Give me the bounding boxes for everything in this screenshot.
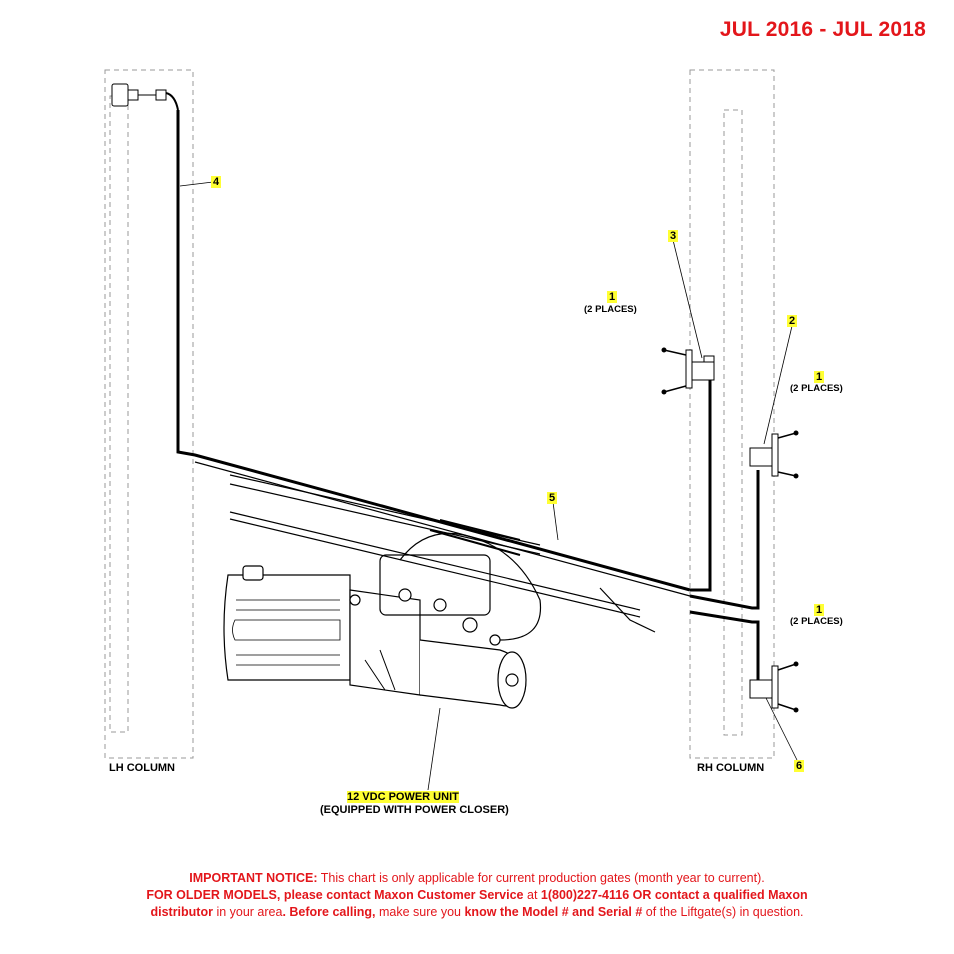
power-unit-label: 12 VDC POWER UNIT [347, 791, 459, 803]
callout-4: 4 [211, 176, 222, 188]
lh-column-label: LH COLUMN [109, 762, 175, 774]
callout-1-middle-places: (2 PLACES) [790, 383, 843, 394]
power-unit-sublabel: (EQUIPPED WITH POWER CLOSER) [320, 804, 509, 816]
notice-line-3: distributor in your area. Before calling… [150, 905, 804, 919]
callout-1-upper-places: (2 PLACES) [584, 304, 637, 315]
bracket-2 [749, 430, 799, 479]
callout-2: 2 [787, 315, 798, 327]
hose-5-tubes [194, 461, 691, 633]
notice-line-2: FOR OLDER MODELS, please contact Maxon C… [146, 888, 808, 902]
callout-1-lower: 1 [814, 604, 825, 616]
rh-column-outline [689, 69, 775, 759]
callout-5: 5 [547, 492, 558, 504]
callout-3: 3 [668, 230, 679, 242]
bracket-6 [749, 661, 799, 713]
bracket-3 [661, 347, 715, 395]
power-unit [223, 519, 542, 709]
rh-column-label: RH COLUMN [697, 762, 765, 774]
callout-6: 6 [794, 760, 805, 772]
callout-1-middle: 1 [814, 371, 825, 383]
rh-hoses [689, 380, 760, 690]
lh-column-outline [104, 69, 194, 759]
leader-lines [179, 181, 798, 791]
callout-1-upper: 1 [607, 291, 618, 303]
callout-1-lower-places: (2 PLACES) [790, 616, 843, 627]
date-range-title: JUL 2016 - JUL 2018 [719, 18, 926, 41]
notice-line-1: IMPORTANT NOTICE: This chart is only app… [189, 871, 765, 885]
lh-elbow-fitting [111, 83, 179, 111]
important-notice: IMPORTANT NOTICE: This chart is only app… [0, 870, 954, 921]
